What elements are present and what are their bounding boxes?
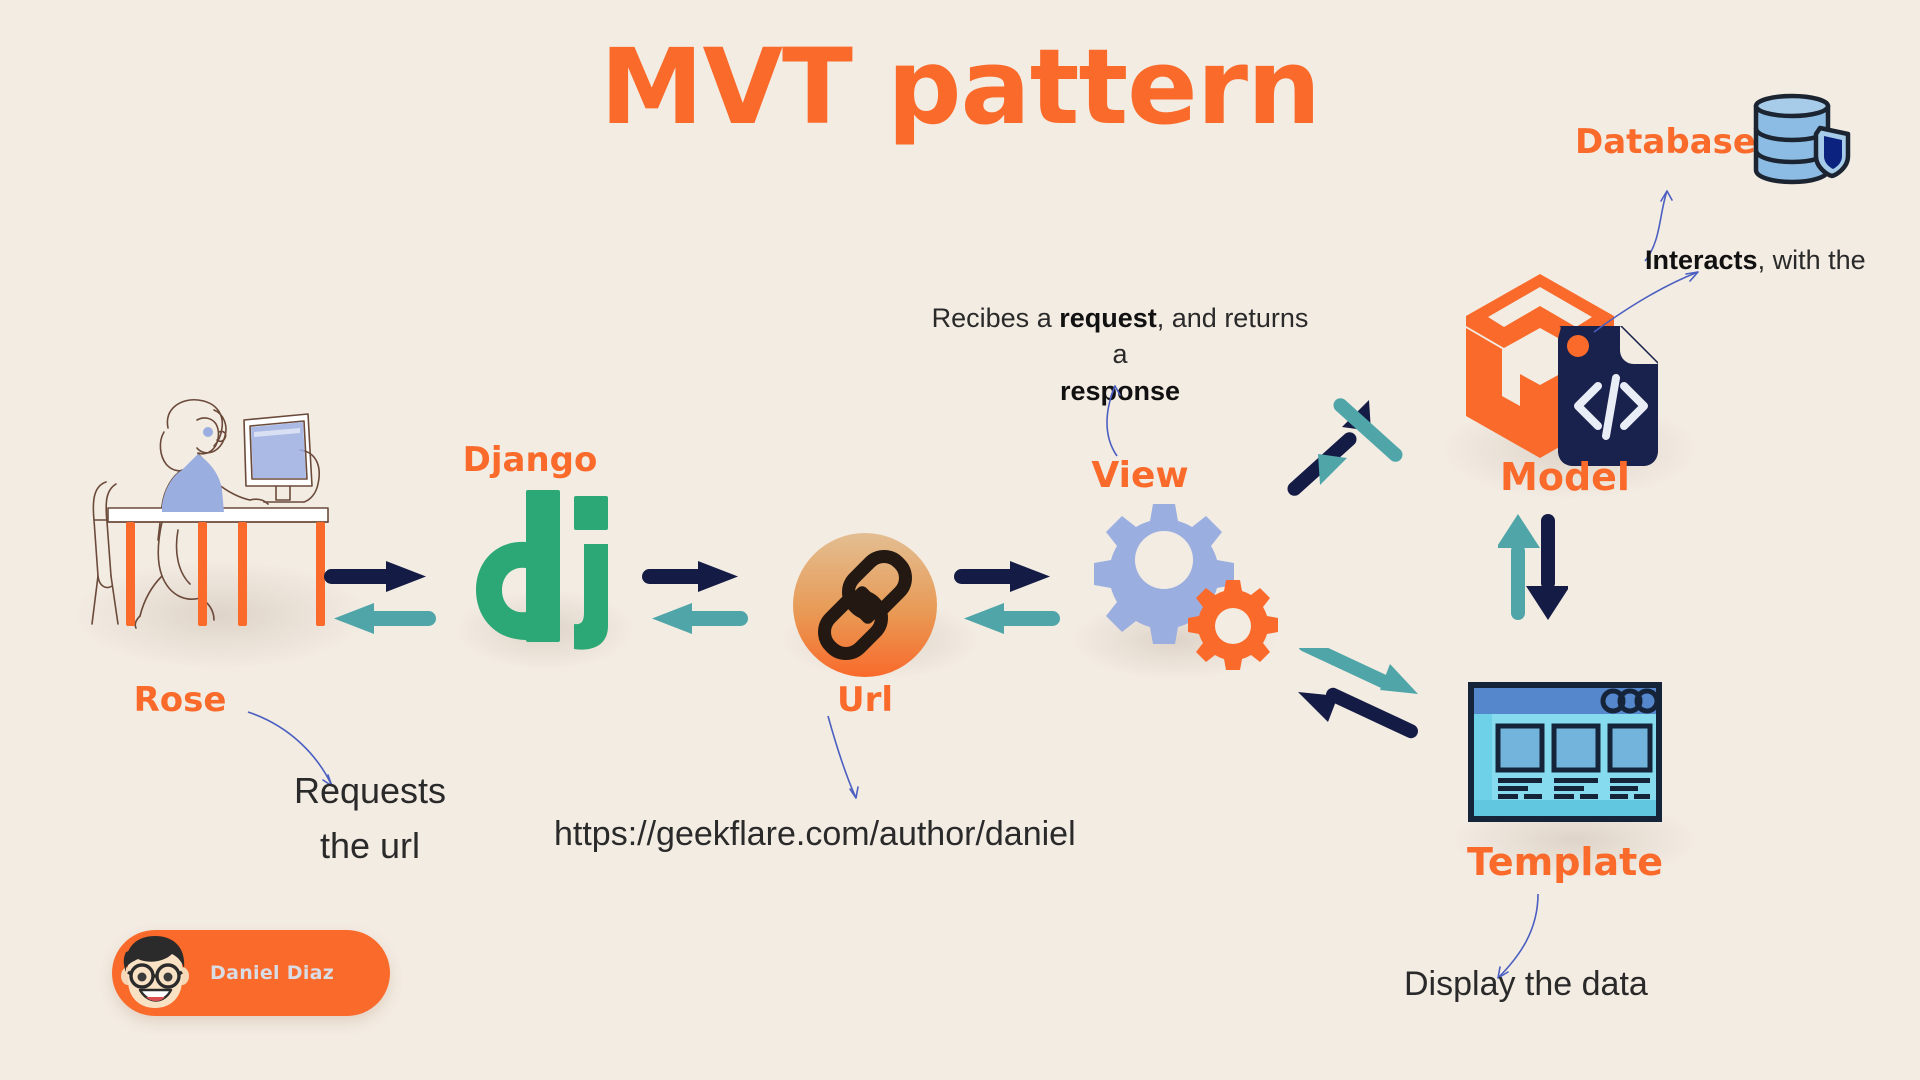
view-note-prefix: Recibes a [931,303,1060,333]
user-note-line1: Requests [293,770,447,811]
node-label-database: Database [1575,122,1756,162]
curve-arrow-view-note [1095,380,1135,460]
arrow-pair-user-django [320,555,440,645]
node-label-view: View [1091,455,1189,496]
curve-arrow-template-note [1480,890,1550,990]
view-note-bold-response: response [1059,375,1181,406]
database-note: Interacts, with the [1645,245,1866,276]
node-label-user: Rose [133,680,227,720]
cube-code-file-icon [1462,270,1672,470]
arrow-pair-view-model [1280,385,1410,500]
view-note: Recibes a request, and returns a response [930,300,1310,409]
avatar-face-icon [114,932,196,1014]
node-label-template: Template [1466,840,1664,884]
template-note: Display the data [1404,965,1648,1003]
author-badge[interactable]: Daniel Diaz [112,930,390,1016]
curve-arrow-model-note [1590,248,1710,338]
node-label-django: Django [462,440,598,480]
page-title: MVT pattern [599,26,1321,148]
arrow-pair-model-template [1496,512,1570,622]
gears-icon [1080,500,1280,670]
database-note-rest: , with the [1757,245,1866,275]
arrow-pair-django-url [638,555,758,645]
browser-window-icon [1468,682,1662,822]
database-note-bold: Interacts [1645,245,1758,275]
view-note-middle: , and returns a [1112,303,1309,370]
chain-link-icon [790,530,940,680]
arrow-pair-template-view [1298,637,1428,758]
node-label-model: Model [1500,455,1630,499]
user-note-line2: the url [319,825,421,866]
curve-arrow-user-note [240,700,370,810]
view-note-bold-request: request [1059,303,1157,333]
curve-arrow-url-value [820,712,890,812]
django-logo-icon [470,490,620,650]
node-label-url: Url [836,680,894,720]
database-shield-icon [1744,90,1854,190]
author-name: Daniel Diaz [210,962,335,984]
curve-arrow-database-note [1625,185,1685,265]
url-value-text: https://geekflare.com/author/daniel [554,815,1076,853]
person-at-desk-icon [78,380,338,630]
arrow-pair-url-view [950,555,1070,645]
